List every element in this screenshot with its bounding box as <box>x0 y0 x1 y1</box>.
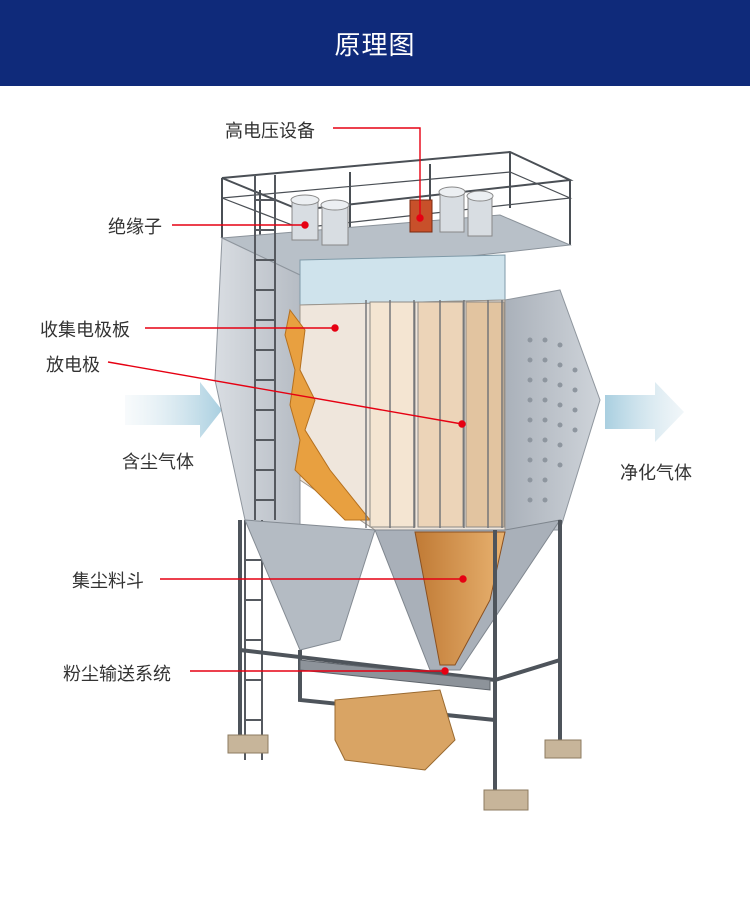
outlet-perforations <box>527 337 578 503</box>
electrode-frame <box>299 254 506 306</box>
label-discharge-electrode: 放电极 <box>46 355 100 376</box>
label-dust-conveyor: 粉尘输送系统 <box>63 664 171 685</box>
insulator-housings <box>290 186 494 246</box>
label-high-voltage: 高电压设备 <box>225 121 315 142</box>
conveyor <box>299 659 491 691</box>
leader-lines <box>107 127 467 675</box>
header-banner: 原理图 <box>0 0 750 86</box>
outlet-arrow <box>605 382 684 442</box>
right-footing <box>483 789 529 811</box>
label-clean-gas: 净化气体 <box>620 463 692 484</box>
dust-bin <box>334 689 456 771</box>
dust-hopper-interior <box>414 531 506 666</box>
casing-right <box>504 289 601 531</box>
page-title: 原理图 <box>334 30 416 61</box>
discharge-wires <box>365 300 503 528</box>
label-dusty-gas: 含尘气体 <box>122 452 194 473</box>
label-collector-plate: 收集电极板 <box>40 320 130 341</box>
label-dust-hopper: 集尘料斗 <box>72 571 144 592</box>
casing-left <box>214 237 301 561</box>
rear-footing <box>544 739 582 759</box>
dust-layer <box>284 308 372 521</box>
inlet-arrow <box>125 382 222 438</box>
label-insulator: 绝缘子 <box>108 217 162 238</box>
left-footing <box>227 734 269 754</box>
ladder <box>244 175 276 760</box>
left-hopper <box>244 519 376 651</box>
